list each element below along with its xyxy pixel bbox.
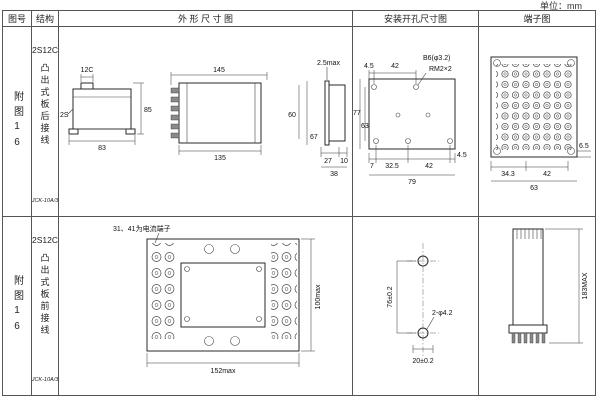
dim-27: 27 xyxy=(324,158,332,165)
structure-desc-row2: 凸出式板前接线 xyxy=(39,253,50,337)
spec-table: 图号 结构 外 形 尺 寸 图 安装开孔尺寸图 端子图 附图16 2S12C 凸… xyxy=(2,10,596,396)
header-structure-label: 结构 xyxy=(35,14,54,24)
structure-cell-row1: 2S12C 凸出式板后接线 JCK-10A/3 xyxy=(32,27,59,217)
terminal-drawing-row1: 6.5 34.3 42 63 xyxy=(490,56,591,192)
dim-60: 60 xyxy=(288,112,296,119)
drill-plan-drawing: 76±0.2 2-φ4.2 20±0.2 xyxy=(387,243,453,365)
dim-6-5: 6.5 xyxy=(579,143,589,150)
dim-152max: 152max xyxy=(211,368,236,375)
terminal-face-drawing: 6.5 34.3 42 63 xyxy=(490,56,591,192)
mounting-cell-row2: 76±0.2 2-φ4.2 20±0.2 xyxy=(353,217,479,395)
header-structure: 结构 xyxy=(32,11,59,27)
mounting-drawing-row2: 76±0.2 2-φ4.2 20±0.2 xyxy=(387,243,453,365)
dim-38: 38 xyxy=(330,171,338,178)
mounting-hole-drawing: 4.5 42 B6(φ3.2) RM2×2 77 63 7 3 xyxy=(353,55,467,186)
header-fig-no: 图号 xyxy=(3,11,32,27)
dim-67: 67 xyxy=(310,134,318,141)
terminal-cell-row2: 183MAX xyxy=(479,217,595,395)
side-view-drawing: 145 135 60 67 xyxy=(170,67,318,162)
header-terminal: 端子图 xyxy=(479,11,595,27)
figure-cell-row2: 附图16 xyxy=(3,217,32,395)
label-b6: B6(φ3.2) xyxy=(423,55,451,62)
dim-42-terminal: 42 xyxy=(543,171,551,178)
label-2-phi-4-2: 2-φ4.2 xyxy=(432,310,453,317)
profile-view-drawing: 2.5max 27 10 38 xyxy=(317,60,348,178)
dim-77: 77 xyxy=(353,110,361,117)
dim-12c: 12C xyxy=(81,67,94,74)
front-view-drawing: 31、41为电流端子 152 xyxy=(113,224,322,375)
label-rm2x2: RM2×2 xyxy=(429,66,452,73)
dim-100max: 100max xyxy=(315,284,322,309)
relay-code-row1: JCK-10A/3 xyxy=(32,198,59,204)
dim-4-5-top: 4.5 xyxy=(364,63,374,70)
note-current-terminals: 31、41为电流端子 xyxy=(113,224,171,233)
figure-number-row1: 附图16 xyxy=(11,90,23,153)
dim-7: 7 xyxy=(370,163,374,170)
header-mounting-label: 安装开孔尺寸图 xyxy=(383,14,447,24)
outline-drawing-row1: 12C 2S 83 85 xyxy=(60,60,348,178)
model-label-row2: 2S12C xyxy=(32,235,58,245)
dim-135: 135 xyxy=(214,155,226,162)
terminal-cell-row1: 6.5 34.3 42 63 xyxy=(479,27,595,217)
figure-cell-row1: 附图16 xyxy=(3,27,32,217)
dim-2-5max: 2.5max xyxy=(317,60,340,67)
mounting-drawing-row1: 4.5 42 B6(φ3.2) RM2×2 77 63 7 3 xyxy=(353,55,467,186)
dim-32-5: 32.5 xyxy=(385,163,399,170)
rear-view-drawing: 12C 2S 83 85 xyxy=(60,67,152,152)
header-mounting: 安装开孔尺寸图 xyxy=(353,11,479,27)
outline-cell-row2: 31、41为电流端子 152 xyxy=(59,217,353,395)
dim-34-3: 34.3 xyxy=(501,171,515,178)
header-outline-label: 外 形 尺 寸 图 xyxy=(177,14,233,24)
dim-76: 76±0.2 xyxy=(387,286,394,307)
dim-63: 63 xyxy=(361,123,369,130)
relay-code-row2: JCK-10A/3 xyxy=(32,377,59,383)
header-terminal-label: 端子图 xyxy=(523,14,551,24)
unit-label: 单位：mm xyxy=(540,1,582,11)
side-profile-drawing: 183MAX xyxy=(508,228,589,344)
dim-83: 83 xyxy=(98,145,106,152)
terminal-drawing-row2: 183MAX xyxy=(508,228,589,344)
figure-number-row2: 附图16 xyxy=(11,275,23,337)
outline-cell-row1: 12C 2S 83 85 xyxy=(59,27,353,217)
dim-183max: 183MAX xyxy=(582,272,589,299)
header-outline: 外 形 尺 寸 图 xyxy=(59,11,353,27)
dim-85: 85 xyxy=(144,107,152,114)
dim-20: 20±0.2 xyxy=(412,358,433,365)
dim-2s: 2S xyxy=(60,112,69,119)
dim-145: 145 xyxy=(213,67,225,74)
dim-42-top: 42 xyxy=(391,63,399,70)
header-fig-no-label: 图号 xyxy=(7,14,26,24)
mounting-cell-row1: 4.5 42 B6(φ3.2) RM2×2 77 63 7 3 xyxy=(353,27,479,217)
model-label-row1: 2S12C xyxy=(32,45,58,55)
structure-desc-row1: 凸出式板后接线 xyxy=(39,63,50,147)
dim-79: 79 xyxy=(408,179,416,186)
dim-63-terminal: 63 xyxy=(530,185,538,192)
outline-drawing-row2: 31、41为电流端子 152 xyxy=(113,224,322,375)
dim-42-bottom: 42 xyxy=(425,163,433,170)
dim-10: 10 xyxy=(340,158,348,165)
structure-cell-row2: 2S12C 凸出式板前接线 JCK-10A/3 xyxy=(32,217,59,395)
dim-4-5-bottom: 4.5 xyxy=(457,152,467,159)
